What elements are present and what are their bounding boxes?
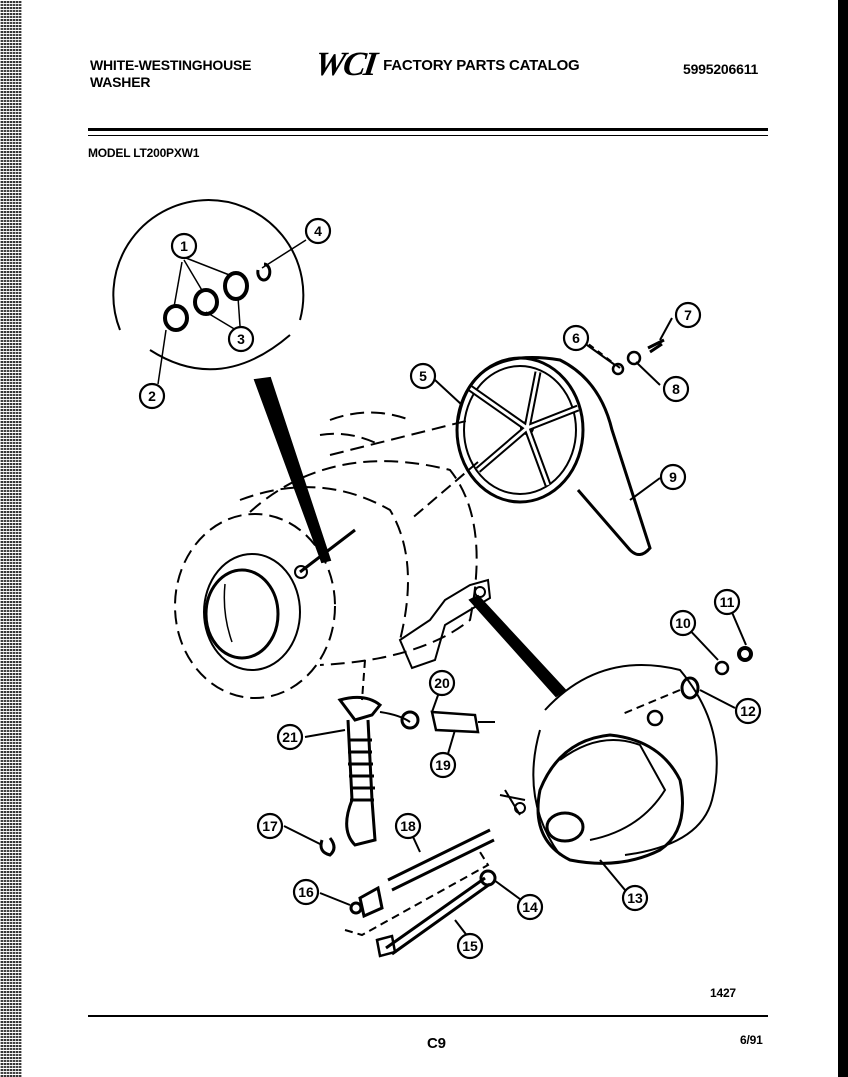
bearing-detail-circle [112,199,305,331]
svg-text:16: 16 [298,884,314,900]
svg-text:5: 5 [419,368,427,384]
callout-7: 7 [674,301,702,329]
callout-5: 5 [409,362,437,390]
model-number: MODEL LT200PXW1 [88,146,200,160]
figure-number: 1427 [710,986,736,1000]
svg-text:20: 20 [434,675,450,691]
callout-21: 21 [276,723,304,751]
snap-ring-part [256,262,272,282]
bearing-part [193,288,219,316]
callout-18: 18 [394,812,422,840]
motor-leader-wedge [468,594,567,698]
callout-1: 1 [170,232,198,260]
callout-13: 13 [621,884,649,912]
svg-text:13: 13 [627,890,643,906]
page-number: C9 [427,1035,446,1052]
motor-bracket [398,578,492,670]
hose-clamp-part [400,710,420,730]
callout-12: 12 [734,697,762,725]
svg-text:17: 17 [262,818,278,834]
svg-text:18: 18 [400,818,416,834]
drain-hose-top [337,695,383,722]
drive-motor [536,733,684,865]
mount-bolt [385,876,491,956]
callout-20: 20 [428,669,456,697]
bearing-detail-arc [149,334,291,371]
svg-text:8: 8 [672,381,680,397]
callout-6: 6 [562,324,590,352]
header-rule-thin [88,135,768,136]
callout-19: 19 [429,751,457,779]
brand-label: WHITE-WESTINGHOUSE WASHER [90,57,251,91]
svg-text:21: 21 [282,729,298,745]
callout-15: 15 [456,932,484,960]
callout-17: 17 [256,812,284,840]
svg-text:6: 6 [572,330,580,346]
footer-rule [88,1015,768,1017]
tub-shaft [299,528,356,574]
pump-filter-part [430,710,480,734]
motor-rod [387,828,495,892]
svg-text:9: 9 [669,469,677,485]
bearing-leader-wedge [253,376,332,564]
svg-text:11: 11 [720,594,735,610]
catalog-heading: WCI FACTORY PARTS CATALOG [312,46,580,83]
bearing-part [163,304,189,332]
svg-text:19: 19 [435,757,451,773]
scan-edge-left [0,0,22,1077]
callout-3: 3 [227,325,255,353]
callout-8: 8 [662,375,690,403]
svg-text:10: 10 [675,615,691,631]
callout-11: 11 [713,588,741,616]
document-number: 5995206611 [683,61,759,77]
brand-line1: WHITE-WESTINGHOUSE [90,57,252,73]
tub-front-ellipse [174,513,336,699]
svg-text:2: 2 [148,388,156,404]
svg-text:14: 14 [522,899,538,915]
catalog-title: FACTORY PARTS CATALOG [383,56,580,74]
svg-text:3: 3 [237,331,245,347]
clamp-part [319,837,336,857]
callout-16: 16 [292,878,320,906]
callout-4: 4 [304,217,332,245]
tub-opening [203,553,301,671]
callout-10: 10 [669,609,697,637]
callout-14: 14 [516,893,544,921]
scan-edge-right [838,0,848,1077]
motor-detail-circle [544,664,718,856]
callout-2: 2 [138,382,166,410]
svg-text:4: 4 [314,223,322,239]
drain-hose [345,719,377,847]
shaft-nut [294,565,308,579]
svg-text:1: 1 [180,238,188,254]
bearing-part [223,271,249,301]
svg-text:7: 7 [684,307,692,323]
header-rule-thick [88,128,768,131]
svg-text:12: 12 [740,703,756,719]
drive-belt [456,356,652,556]
callout-9: 9 [659,463,687,491]
revision-date: 6/91 [740,1033,763,1047]
svg-text:15: 15 [462,938,478,954]
brand-line2: WASHER [90,74,151,90]
